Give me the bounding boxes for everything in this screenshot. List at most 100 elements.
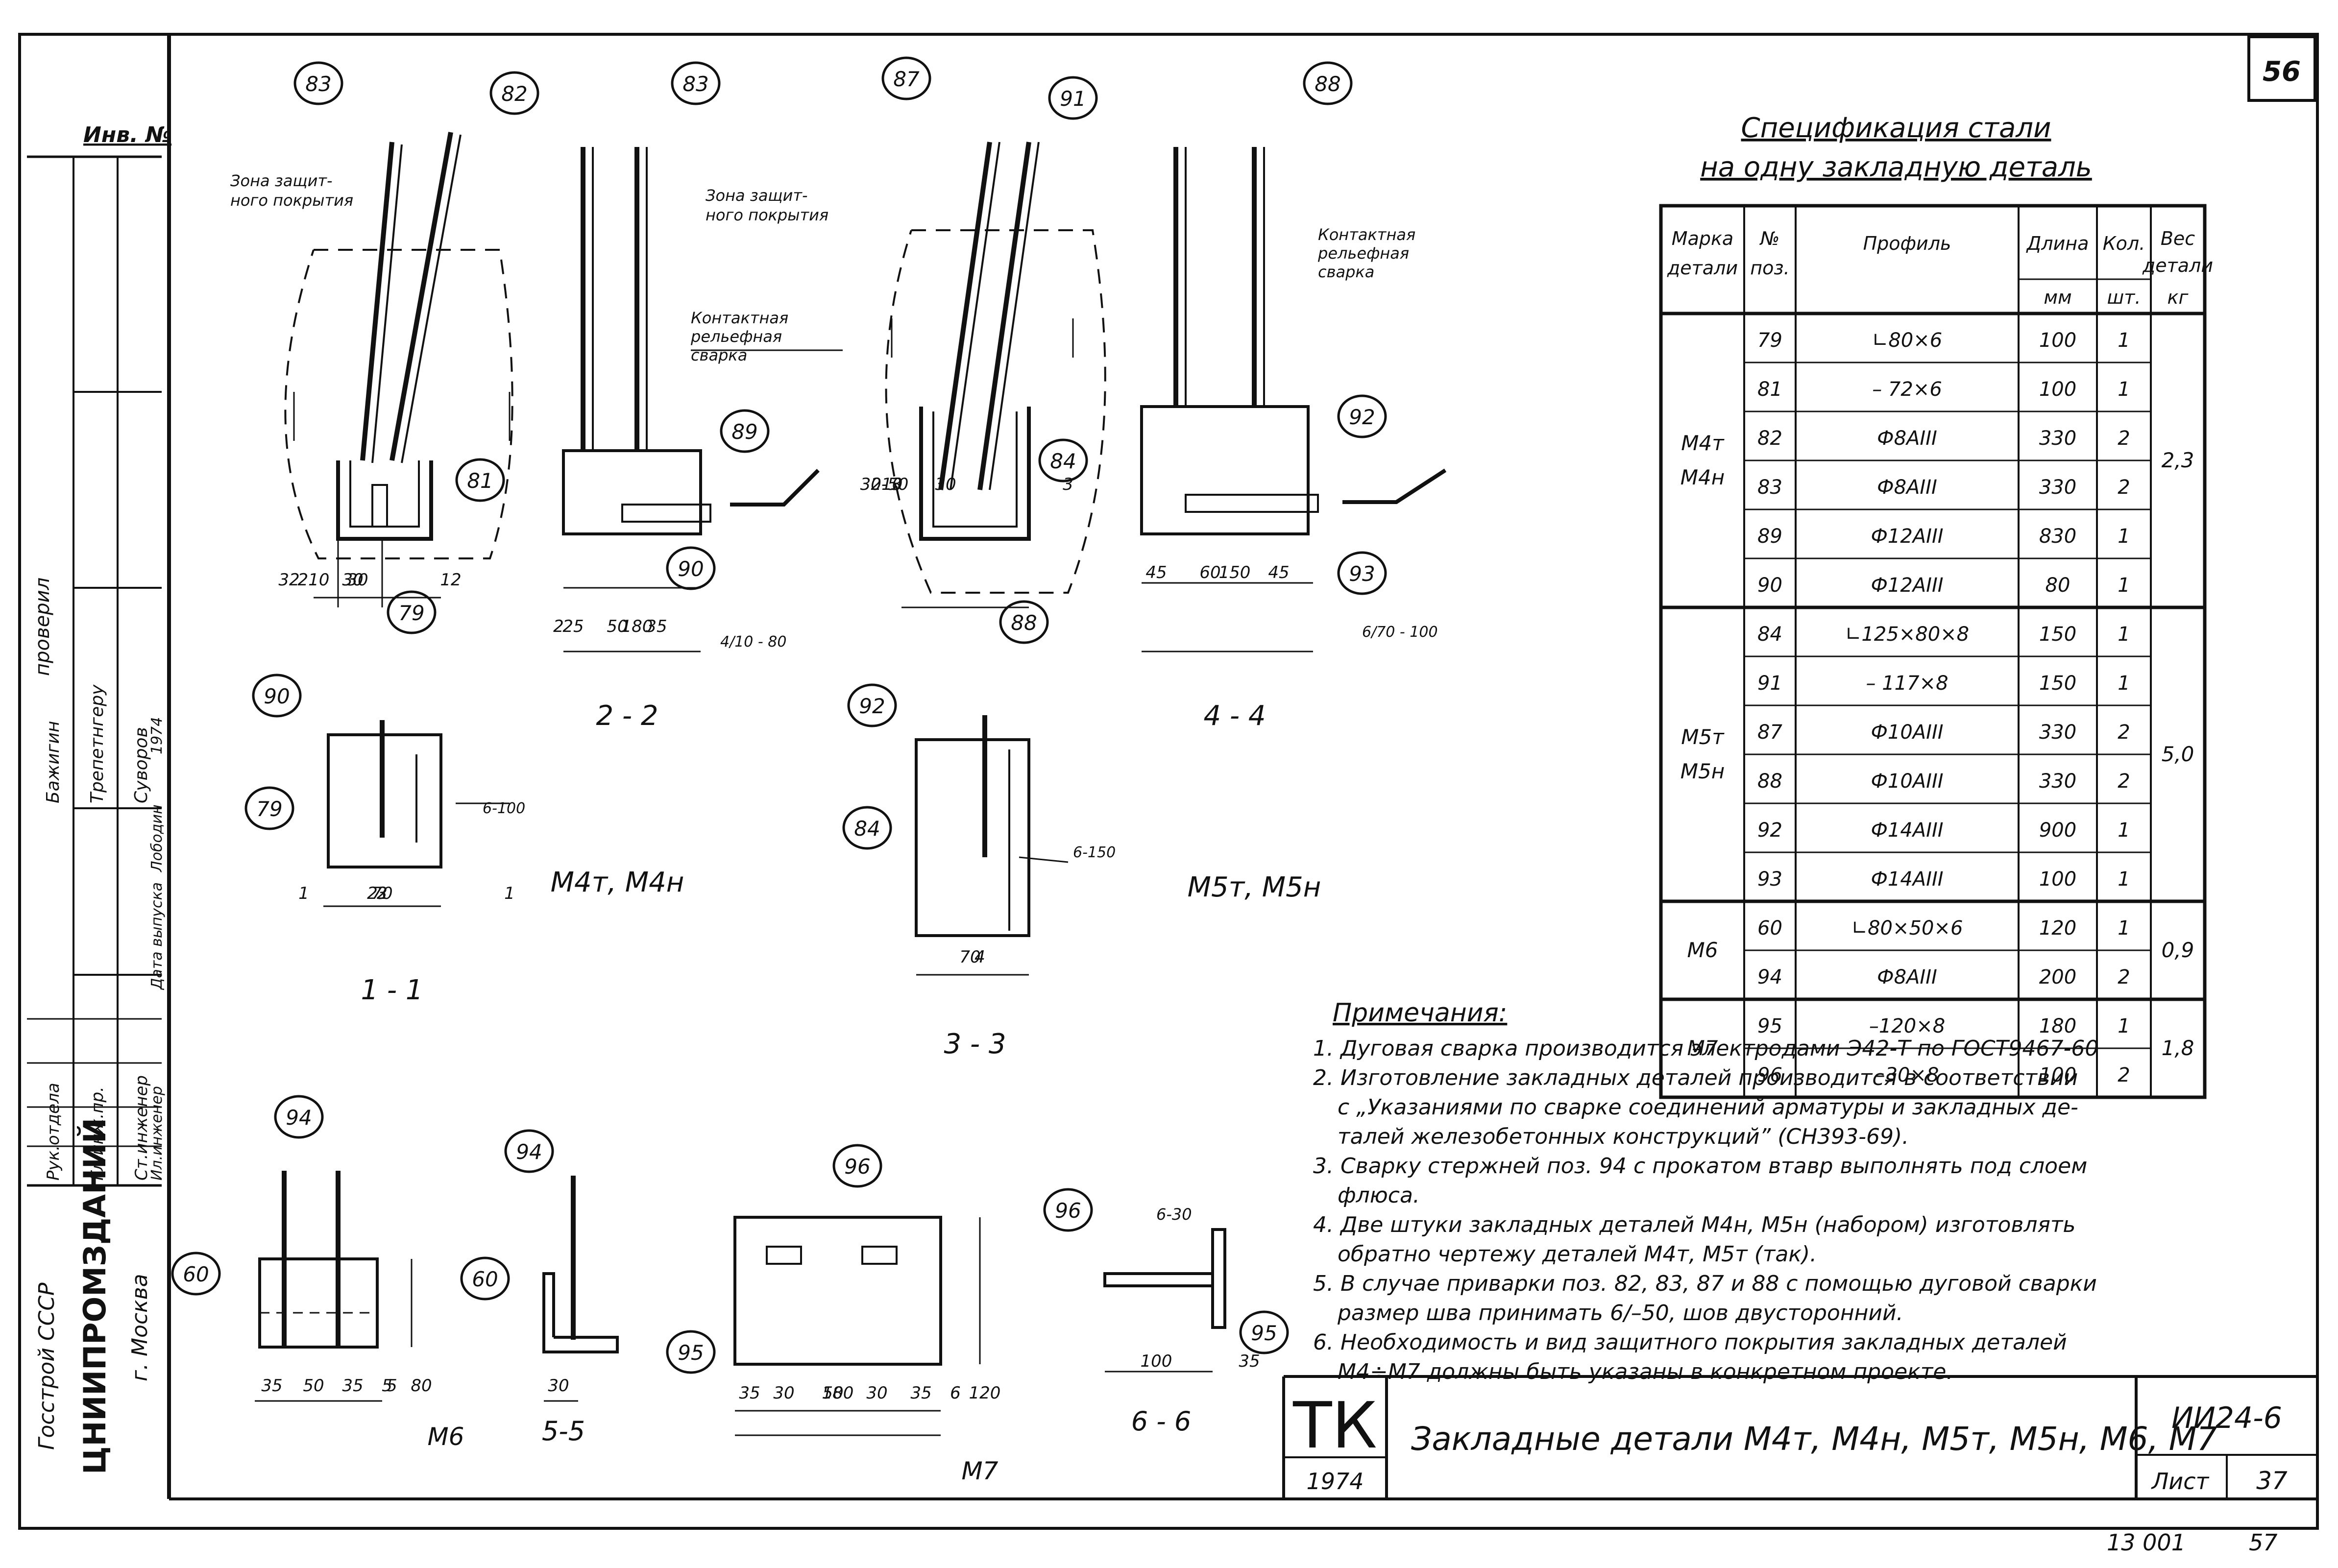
contact-weld-label-1: сварка bbox=[691, 346, 747, 364]
th-length-unit: мм bbox=[2044, 287, 2071, 308]
note-line: 6. Необходимость и вид защитного покрыти… bbox=[1313, 1330, 2067, 1355]
callout-number: 81 bbox=[467, 469, 493, 493]
callout-number: 92 bbox=[859, 694, 885, 718]
spec-weight: 2,3 bbox=[2162, 448, 2194, 472]
dim-11: 2 bbox=[377, 884, 388, 903]
spec-profile: Ф12АIII bbox=[1871, 574, 1943, 597]
dim-m4: 210 bbox=[298, 570, 330, 590]
dim-m7: 6 bbox=[950, 1383, 961, 1403]
dim-m5: 30 bbox=[935, 475, 956, 494]
spec-pos: 60 bbox=[1757, 917, 1782, 940]
callout-number: 95 bbox=[1251, 1321, 1277, 1345]
sheet-number: 56 bbox=[2263, 56, 2301, 88]
spec-profile: –30×8 bbox=[1875, 1064, 1939, 1086]
spec-length: 100 bbox=[2039, 378, 2076, 401]
callout-number: 93 bbox=[1349, 562, 1375, 586]
detail-m4-front bbox=[284, 132, 513, 607]
callout-number: 96 bbox=[1055, 1199, 1081, 1223]
zone-label-2: Зона защит- bbox=[706, 186, 808, 205]
callout-circle bbox=[460, 1256, 510, 1301]
section-label-3-3: 3 - 3 bbox=[944, 1028, 1006, 1060]
dim-m4: 30 bbox=[347, 570, 368, 590]
spec-profile: Ф14АIII bbox=[1871, 819, 1943, 842]
dim-m6: 5 bbox=[382, 1376, 392, 1396]
note-line: с „Указаниями по сварке соединений армат… bbox=[1338, 1095, 2078, 1120]
spec-qty: 1 bbox=[2118, 1015, 2130, 1037]
spec-length: 330 bbox=[2039, 770, 2076, 793]
tb-sheet-num: 37 bbox=[2256, 1467, 2288, 1495]
note-line: размер шва принимать 6/–50, шов двусторо… bbox=[1337, 1301, 1903, 1326]
strip-org2: ЦНИИПРОМЗДАНИЙ bbox=[77, 1118, 113, 1474]
spec-mark: М5т bbox=[1681, 725, 1725, 749]
dim-22: 2 bbox=[553, 617, 564, 636]
weld-spec-4-80: 4/10 - 80 bbox=[720, 633, 786, 651]
callout-number: 95 bbox=[678, 1341, 704, 1365]
th-qty: Кол. bbox=[2103, 233, 2145, 254]
section-5-5 bbox=[542, 1176, 619, 1402]
dim-33: 4 bbox=[974, 947, 985, 967]
callout-circle bbox=[387, 590, 437, 634]
dim-55: 30 bbox=[548, 1376, 569, 1396]
zone-label-1: ного покрытия bbox=[230, 191, 353, 210]
spec-weight: 5,0 bbox=[2162, 742, 2194, 766]
callout-number: 79 bbox=[256, 797, 282, 821]
section-label-6-6: 6 - 6 bbox=[1131, 1406, 1192, 1437]
callout-circle bbox=[847, 683, 897, 727]
callout-circle bbox=[1043, 1188, 1093, 1232]
spec-length: 200 bbox=[2039, 966, 2076, 989]
dim-m7: 35 bbox=[739, 1383, 760, 1403]
callout-number: 60 bbox=[183, 1262, 209, 1286]
strip-checked: проверил bbox=[31, 578, 54, 676]
th-pos: № bbox=[1759, 228, 1780, 249]
outer-frame bbox=[18, 33, 2319, 1530]
dim-66: 100 bbox=[1141, 1351, 1172, 1371]
dim-m4: 12 bbox=[440, 570, 461, 590]
note-line: 3. Сварку стержней поз. 94 с прокатом вт… bbox=[1313, 1154, 2087, 1179]
callout-number: 96 bbox=[844, 1155, 870, 1179]
dim-m6: 50 bbox=[303, 1376, 324, 1396]
dim-44: 45 bbox=[1268, 563, 1289, 582]
callout-number: 90 bbox=[264, 684, 290, 708]
spec-qty: 1 bbox=[2118, 623, 2130, 646]
strip-name-1: Бажигин bbox=[43, 721, 63, 803]
dim-m6: 35 bbox=[342, 1376, 363, 1396]
callout-number: 92 bbox=[1349, 405, 1375, 429]
spec-profile: ∟125×80×8 bbox=[1845, 623, 1969, 646]
spec-qty: 1 bbox=[2118, 868, 2130, 891]
dim-m7: 35 bbox=[910, 1383, 931, 1403]
dim-22: 180 bbox=[621, 617, 653, 636]
mark-label-m6: М6 bbox=[428, 1423, 464, 1451]
spec-mark: М4н bbox=[1680, 465, 1725, 489]
dim-11: 1 bbox=[298, 884, 309, 903]
spec-pos: 81 bbox=[1757, 378, 1782, 401]
spec-length: 100 bbox=[2039, 1064, 2076, 1086]
spec-profile: Ф14АIII bbox=[1871, 868, 1943, 891]
strip-name-5: 1974 bbox=[148, 717, 166, 754]
drawings bbox=[255, 132, 1447, 1436]
note-line: обратно чертежу деталей М4т, М5т (так). bbox=[1338, 1242, 1817, 1267]
spec-qty: 2 bbox=[2118, 427, 2130, 450]
dim-33: 4 bbox=[974, 947, 985, 967]
note-line: флюса. bbox=[1338, 1183, 1420, 1208]
section-label-4-4: 4 - 4 bbox=[1203, 700, 1266, 732]
inv-label: Инв. № bbox=[83, 122, 171, 147]
spec-length: 330 bbox=[2039, 476, 2076, 499]
zone-label-2: ного покрытия bbox=[706, 206, 828, 224]
spec-length: 830 bbox=[2039, 525, 2076, 548]
svg-text:на одну закладную деталь: на одну закладную деталь bbox=[1700, 151, 2092, 183]
section-label-2-2: 2 - 2 bbox=[596, 700, 658, 732]
tb-bottom2: 57 bbox=[2249, 1529, 2278, 1556]
dim-m6: 80 bbox=[411, 1376, 432, 1396]
spec-mark: М6 bbox=[1687, 938, 1718, 962]
dim-m6: 5 bbox=[387, 1376, 397, 1396]
th-weight-unit: кг bbox=[2168, 287, 2189, 308]
dim-11: 1 bbox=[504, 884, 515, 903]
dim-m7: 6 bbox=[950, 1383, 961, 1403]
callout-number: 89 bbox=[731, 420, 757, 444]
callout-number: 88 bbox=[1315, 72, 1340, 96]
spec-mark: М4т bbox=[1681, 431, 1725, 455]
th-profile: Профиль bbox=[1863, 233, 1951, 254]
contact-weld-label-1: рельефная bbox=[690, 327, 782, 346]
spec-pos: 95 bbox=[1757, 1015, 1782, 1037]
spec-pos: 93 bbox=[1757, 868, 1782, 891]
